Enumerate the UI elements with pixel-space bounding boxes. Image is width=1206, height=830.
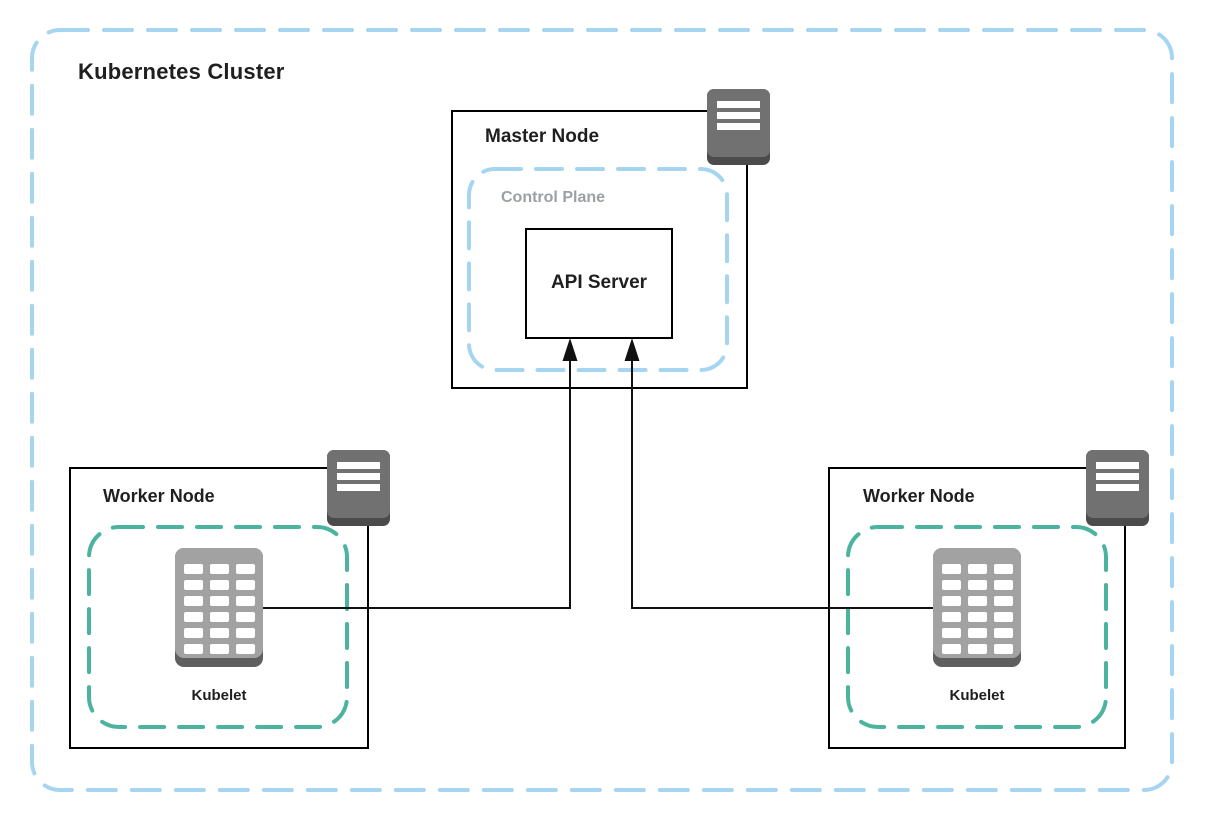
control-plane-zone — [467, 167, 729, 372]
api-server-box — [525, 228, 673, 339]
arrowhead-left-icon — [562, 338, 578, 361]
master-node-title: Master Node — [485, 126, 600, 147]
connector-right-kubelet-to-api-server — [631, 352, 933, 609]
kubelet-zone-right — [846, 525, 1108, 729]
kubelet-zone-left — [87, 525, 349, 729]
kubelet-label-right: Kubelet — [949, 687, 1005, 704]
worker-node-title-right: Worker Node — [863, 486, 975, 506]
kubelet-icon-right — [933, 548, 1021, 667]
server-icon-worker-left — [327, 450, 390, 526]
connector-left-kubelet-to-api-server — [262, 352, 571, 609]
api-server-label: API Server — [550, 272, 648, 293]
cluster-title: Kubernetes Cluster — [78, 59, 285, 84]
kubelet-icon-left — [175, 548, 263, 667]
kubelet-label-left: Kubelet — [191, 687, 247, 704]
cluster-boundary — [30, 28, 1174, 792]
worker-node-title-left: Worker Node — [103, 486, 215, 506]
server-icon-worker-right — [1086, 450, 1149, 526]
server-icon-master — [707, 89, 770, 165]
control-plane-label: Control Plane — [501, 189, 606, 206]
arrowhead-right-icon — [624, 338, 640, 361]
